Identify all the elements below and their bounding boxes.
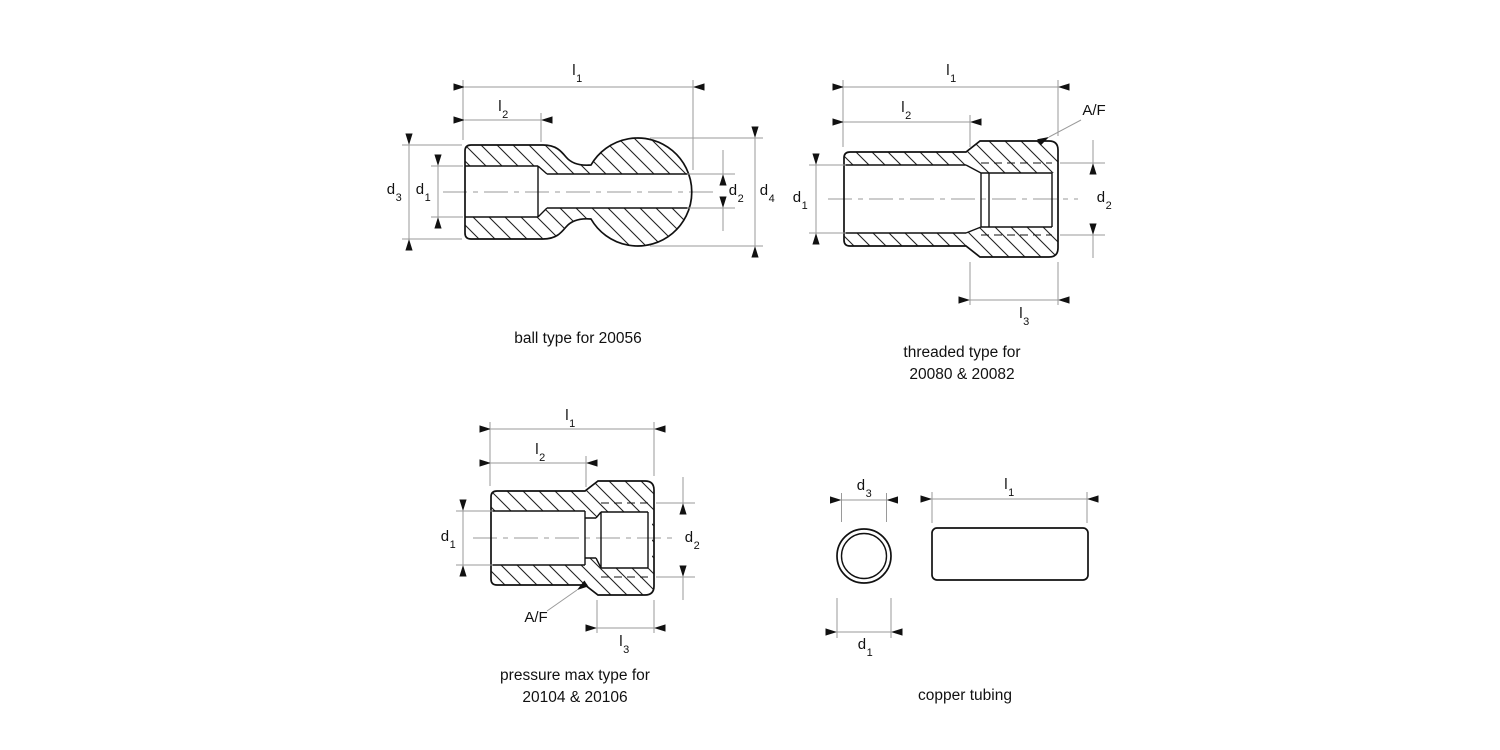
figure-caption-threaded: threaded type for 20080 & 20082: [903, 342, 1020, 386]
dim-label-af: A/F: [524, 608, 548, 626]
thread-crest-lines: [981, 162, 1052, 236]
dim-label-l1: l1: [572, 61, 583, 85]
dimension-lines: [809, 80, 1105, 305]
figure-caption-ball: ball type for 20056: [514, 330, 642, 347]
thread-crest-lines: [601, 502, 648, 578]
caption-line-2: 20104 & 20106: [522, 689, 628, 706]
bore-profile: [465, 165, 689, 218]
figure-caption-pressure: pressure max type for 20104 & 20106: [500, 665, 650, 709]
dim-label-d3: d3: [856, 476, 872, 500]
dimension-lines: [825, 492, 1099, 638]
dim-label-l2: l2: [535, 440, 546, 464]
dim-label-l3: l3: [1019, 304, 1030, 328]
dim-label-d1: d1: [857, 635, 873, 659]
outer-profile: [464, 137, 693, 247]
dim-label-l3: l3: [619, 632, 630, 656]
dim-label-d4: d4: [759, 181, 775, 205]
dimension-lines: [456, 422, 695, 633]
dim-label-d1: d1: [792, 188, 808, 212]
dim-label-d2: d2: [1096, 188, 1112, 212]
figure-caption-tubing: copper tubing: [918, 687, 1012, 704]
tube-outer-circle: [836, 528, 892, 584]
pressure-max-type-drawing: [456, 422, 695, 633]
outer-profile: [490, 480, 655, 596]
bore-profile: [491, 510, 649, 569]
dim-label-d1: d1: [440, 527, 456, 551]
section-hatch: [844, 141, 1058, 257]
copper-tubing-drawing: [825, 492, 1099, 638]
af-leader-line: [546, 580, 589, 612]
af-leader-line: [1037, 119, 1082, 146]
dim-label-af: A/F: [1082, 101, 1106, 119]
section-hatch: [491, 481, 654, 595]
dim-label-d2: d2: [684, 528, 700, 552]
dim-label-d3: d3: [386, 180, 402, 204]
caption-line-2: 20080 & 20082: [909, 366, 1015, 383]
dim-label-l1: l1: [1004, 475, 1015, 499]
threaded-type-drawing: [809, 80, 1105, 305]
dim-label-d1: d1: [415, 180, 431, 204]
dimension-lines: [402, 80, 763, 258]
bore-profile: [844, 164, 1053, 234]
dim-label-l1: l1: [565, 406, 576, 430]
tube-side-view: [931, 527, 1089, 581]
caption-line-1: threaded type for: [903, 344, 1021, 361]
dim-label-l2: l2: [498, 97, 509, 121]
dim-label-d2: d2: [728, 181, 744, 205]
ball-type-drawing: [402, 80, 763, 258]
tube-inner-circle: [840, 532, 888, 580]
dim-label-l1: l1: [946, 61, 957, 85]
dim-label-l2: l2: [901, 98, 912, 122]
section-hatch: [465, 138, 692, 247]
outer-profile: [843, 140, 1059, 258]
caption-line-1: pressure max type for: [500, 667, 650, 684]
